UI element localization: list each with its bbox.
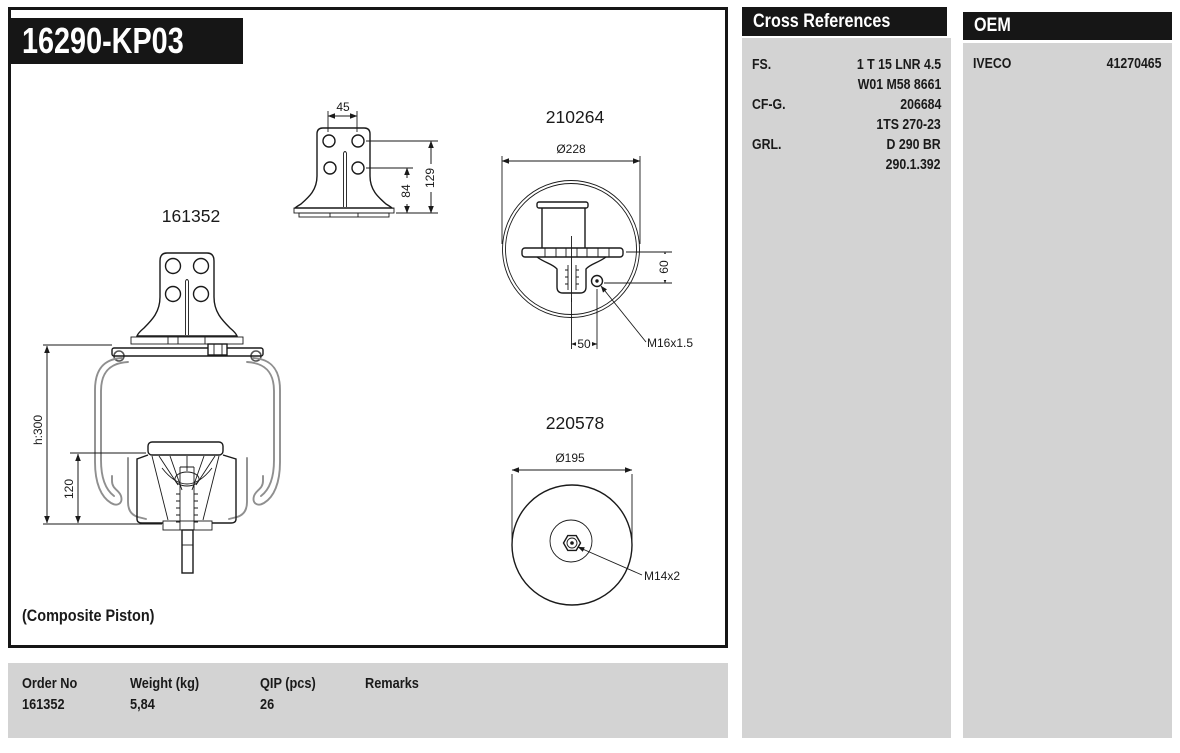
- technical-drawing: 45 84 129 161352: [31, 100, 693, 606]
- dim-m14: M14x2: [644, 569, 680, 583]
- oem-brand: IVECO: [973, 56, 1012, 72]
- cell-qip: 26: [260, 696, 275, 713]
- brand: FS.: [752, 57, 772, 73]
- bracket-detail-view: 45 84 129: [293, 100, 438, 218]
- cross-reference-row: FS. 1 T 15 LNR 4.5: [742, 55, 951, 75]
- assembly-view: 161352 h:300: [31, 206, 281, 574]
- dim-h300: h:300: [31, 415, 45, 445]
- cell-order-no: 161352: [22, 696, 65, 713]
- ref-number: W01 M58 8661: [857, 77, 941, 93]
- dim-dia228: Ø228: [556, 142, 586, 156]
- oem-number: 41270465: [1107, 56, 1162, 72]
- brand: GRL.: [752, 137, 782, 153]
- dim-129: 129: [423, 168, 437, 188]
- cell-weight: 5,84: [130, 696, 155, 713]
- cross-reference-row: CF-G. 206684: [742, 95, 951, 115]
- top-view-label: 210264: [546, 107, 605, 127]
- bottom-view-label: 220578: [546, 413, 604, 433]
- dim-120: 120: [62, 479, 76, 499]
- dim-45: 45: [336, 100, 350, 114]
- cross-reference-row: GRL. D 290 BR: [742, 135, 951, 155]
- ref-number: 1 T 15 LNR 4.5: [856, 57, 941, 73]
- col-header-order-no: Order No: [22, 675, 78, 692]
- cross-references-panel: FS. 1 T 15 LNR 4.5 W01 M58 8661 CF-G. 20…: [742, 38, 951, 738]
- bottom-view: 220578 Ø195 M14x2: [511, 413, 680, 606]
- dim-m16: M16x1.5: [647, 336, 693, 350]
- drawing-frame: [8, 7, 728, 648]
- col-header-remarks: Remarks: [365, 675, 419, 692]
- brand: CF-G.: [752, 97, 786, 113]
- oem-header: OEM: [963, 12, 1172, 40]
- ref-number: 206684: [899, 97, 941, 113]
- col-header-weight: Weight (kg): [130, 675, 200, 692]
- assembly-label: 161352: [162, 206, 220, 226]
- col-header-qip: QIP (pcs): [260, 675, 316, 692]
- ref-number: D 290 BR: [886, 137, 941, 153]
- dim-84: 84: [399, 184, 413, 198]
- cross-references-title: Cross References: [753, 11, 891, 32]
- dim-dia195: Ø195: [555, 451, 585, 465]
- ref-number: 290.1.392: [886, 157, 941, 173]
- piston-caption: (Composite Piston): [22, 606, 155, 625]
- dim-60: 60: [657, 260, 671, 274]
- cross-reference-row: W01 M58 8661: [742, 75, 951, 95]
- part-number: 16290-KP03: [22, 20, 184, 61]
- order-table: Order No Weight (kg) QIP (pcs) Remarks 1…: [8, 663, 728, 738]
- ref-number: 1TS 270-23: [876, 117, 941, 133]
- oem-panel: IVECO 41270465: [963, 43, 1172, 738]
- part-number-header: 16290-KP03: [8, 18, 243, 64]
- cross-reference-row: 290.1.392: [742, 155, 951, 175]
- dim-50: 50: [577, 337, 591, 351]
- cross-reference-row: 1TS 270-23: [742, 115, 951, 135]
- oem-row: IVECO 41270465: [963, 54, 1172, 74]
- top-view: 210264 Ø228 60 50 M16x1.5: [501, 107, 693, 351]
- cross-references-header: Cross References: [742, 7, 947, 36]
- oem-title: OEM: [974, 15, 1011, 36]
